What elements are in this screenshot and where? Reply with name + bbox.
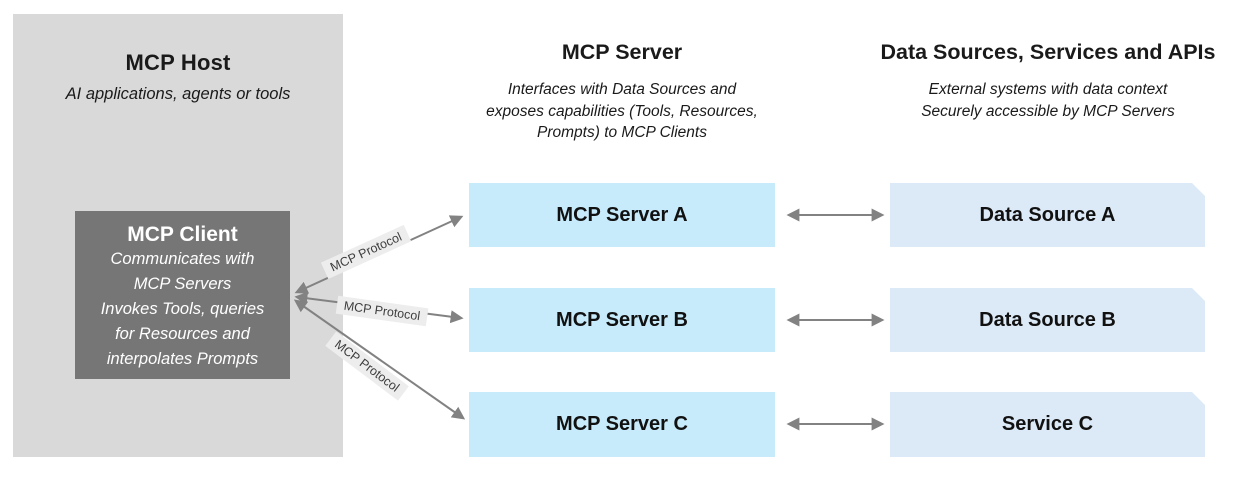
- data-source-box-b-label: Data Source B: [979, 308, 1116, 331]
- host-title: MCP Host: [125, 50, 231, 75]
- service-box-c-label: Service C: [1001, 413, 1094, 435]
- server-box-c: MCP Server C: [469, 392, 775, 457]
- server-column-header: MCP Server Interfaces with Data Sources …: [444, 40, 800, 144]
- server-column-subtitle-line: Interfaces with Data Sources and: [507, 81, 737, 98]
- server-box-a: MCP Server A: [469, 183, 775, 247]
- mcp-client-box: MCP Client Communicates with MCP Servers…: [75, 211, 290, 379]
- server-box-c-label: MCP Server C: [556, 413, 688, 435]
- host-subtitle: AI applications, agents or tools: [65, 85, 291, 103]
- service-box-c: Service C: [890, 392, 1205, 457]
- sources-column-subtitle-line: External systems with data context: [928, 81, 1168, 98]
- server-box-a-label: MCP Server A: [556, 203, 688, 226]
- server-box-b-label: MCP Server B: [556, 308, 688, 331]
- protocol-label-b: MCP Protocol: [335, 295, 429, 327]
- client-description-line: for Resources and: [115, 325, 250, 343]
- client-title: MCP Client: [127, 223, 238, 246]
- server-column-subtitle-line: Prompts) to MCP Clients: [537, 124, 707, 141]
- sources-column-header: Data Sources, Services and APIs External…: [868, 40, 1228, 122]
- client-description-line: interpolates Prompts: [106, 350, 259, 368]
- client-description-line: Communicates with: [110, 250, 255, 268]
- data-source-box-b: Data Source B: [890, 288, 1205, 352]
- sources-column-title: Data Sources, Services and APIs: [880, 40, 1216, 64]
- client-description-line: Invokes Tools, queries: [100, 300, 265, 318]
- server-column-title: MCP Server: [561, 40, 683, 64]
- data-source-box-a: Data Source A: [890, 183, 1205, 247]
- sources-column-subtitle-line: Securely accessible by MCP Servers: [921, 102, 1175, 120]
- server-column-subtitle-line: exposes capabilities (Tools, Resources,: [486, 102, 758, 120]
- data-source-box-a-label: Data Source A: [979, 203, 1116, 226]
- client-description-line: MCP Servers: [133, 275, 232, 293]
- server-box-b: MCP Server B: [469, 288, 775, 352]
